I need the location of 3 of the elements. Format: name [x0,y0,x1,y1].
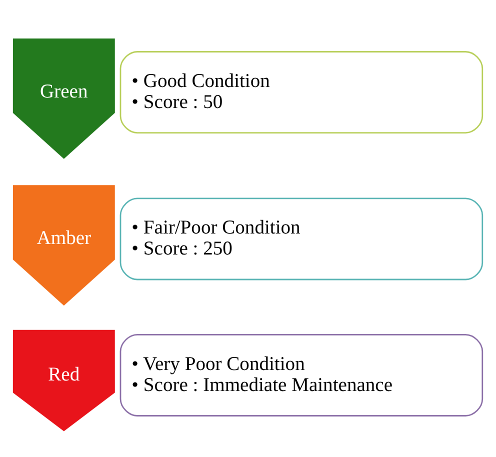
node-box: • Good Condition • Score : 50 [120,51,484,134]
node-box: • Fair/Poor Condition • Score : 250 [120,198,484,280]
node-box: • Very Poor Condition • Score : Immediate Maintenance [120,334,484,416]
